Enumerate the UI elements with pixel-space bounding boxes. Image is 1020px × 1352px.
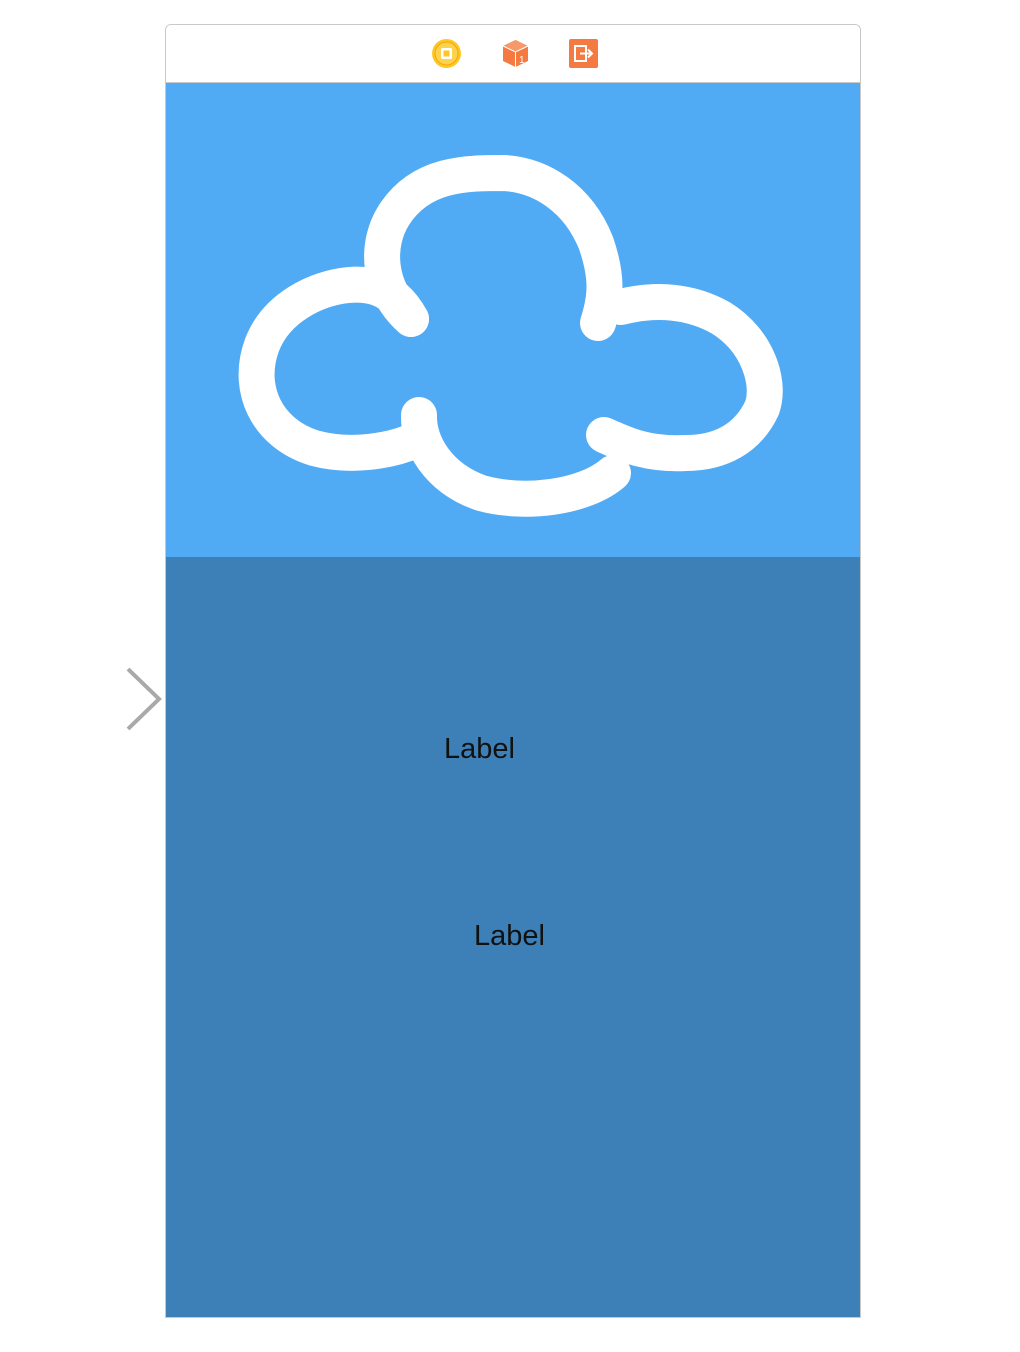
cloud-icon bbox=[238, 155, 783, 517]
label-two: Label bbox=[474, 920, 545, 952]
view-controller-icon[interactable] bbox=[431, 38, 462, 69]
arrow-right-icon bbox=[0, 667, 162, 731]
svg-text:1: 1 bbox=[519, 55, 525, 66]
scene-dock: 1 bbox=[166, 25, 860, 83]
entry-point-arrow[interactable] bbox=[0, 664, 166, 734]
exit-icon[interactable] bbox=[568, 38, 599, 69]
label-one: Label bbox=[444, 733, 515, 765]
main-view[interactable]: Label Label bbox=[166, 83, 860, 1317]
weather-image-view[interactable] bbox=[166, 83, 860, 557]
first-responder-icon[interactable]: 1 bbox=[500, 38, 531, 69]
view-controller-scene[interactable]: 1 bbox=[165, 24, 861, 1318]
